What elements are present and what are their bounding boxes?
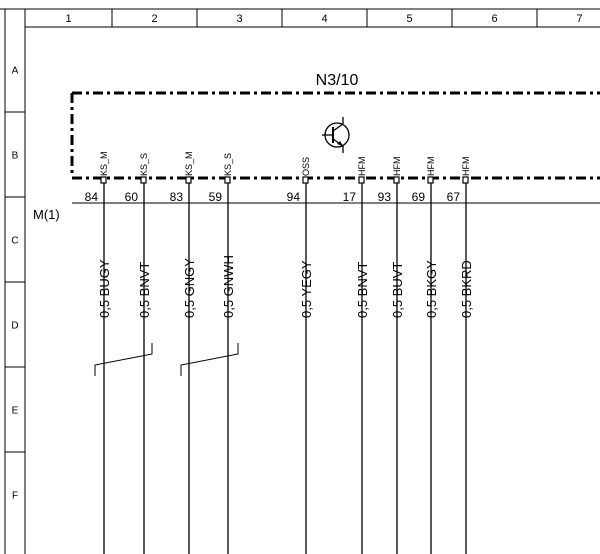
pin-number: 69 [412,190,426,204]
wire-label: 0,5 BKRD [459,260,474,318]
pin-60: KS_S 60 0,5 BNVT [125,153,152,554]
pin-number: 83 [170,190,184,204]
row-label: E [12,406,19,417]
wire-label: 0,5 GNWH [221,255,236,318]
wire-label: 0,5 BUGY [97,259,112,318]
pin-name: KS_S [223,153,233,176]
shield-bracket-1 [94,343,153,376]
transistor-icon [322,117,350,153]
wire-label: 0,5 BUVT [390,262,405,318]
pin-number: 67 [447,190,461,204]
component-name: N3/10 [316,72,359,89]
wire-label: 0,5 GNGY [182,258,197,318]
pin-83: KS_M 83 0,5 GNGY [170,151,197,554]
pin-number: 94 [287,190,301,204]
column-label: 1 [65,13,71,25]
pin-number: 93 [378,190,392,204]
wire-label: 0,5 BKGY [424,260,439,318]
pin-connector [185,176,192,184]
pin-number: 17 [343,190,357,204]
row-label: F [12,491,18,502]
pin-connector [100,176,107,184]
pin-84: KS_M 84 0,5 BUGY [85,151,112,554]
pin-connector [140,176,147,184]
pin-59: KS_S 59 0,5 GNWH [209,153,236,554]
wire-label: 0,5 YEGY [299,260,314,318]
row-label: D [11,321,18,332]
column-label: 6 [491,13,497,25]
pin-number: 84 [85,190,99,204]
pin-93: HFM 93 0,5 BUVT [378,157,405,554]
pin-connector [224,176,231,184]
shield-bracket-2 [180,343,239,376]
column-label: 7 [576,13,582,25]
pin-connector [462,176,469,184]
pin-17: HFM 17 0,5 BNVT [343,157,370,554]
pin-name: HFM [461,157,471,177]
pin-69: HFM 69 0,5 BKGY [412,157,439,554]
pin-connector [358,176,365,184]
pin-name: HFM [426,157,436,177]
column-label: 3 [236,13,242,25]
pin-name: OSS [301,157,311,176]
pin-name: KS_M [184,151,194,176]
pin-67: HFM 67 0,5 BKRD [447,157,474,554]
column-label: 4 [321,13,327,25]
pin-connector [427,176,434,184]
wire-label: 0,5 BNVT [355,262,370,318]
pin-number: 59 [209,190,223,204]
row-label: B [12,151,19,162]
row-label: A [12,66,19,77]
pin-connector [302,176,309,184]
column-label: 5 [406,13,412,25]
ground-label: M(1) [33,207,60,222]
pin-name: HFM [357,157,367,177]
pin-name: KS_S [139,153,149,176]
row-label: C [11,236,18,247]
wire-label: 0,5 BNVT [137,262,152,318]
column-label: 2 [151,13,157,25]
pin-number: 60 [125,190,139,204]
pin-94: OSS 94 0,5 YEGY [287,157,314,554]
pin-name: HFM [392,157,402,177]
pin-name: KS_M [99,151,109,176]
pin-connector [393,176,400,184]
